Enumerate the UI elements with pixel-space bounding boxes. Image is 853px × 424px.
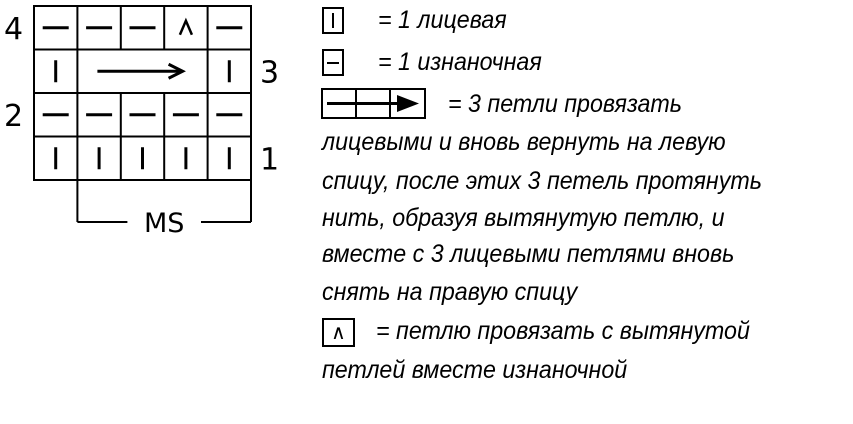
- legend-arrow-line-5: вместе с 3 лицевыми петлями вновь: [322, 240, 735, 268]
- legend-arrow-line-4: нить, образуя вытянутую петлю, и: [322, 204, 725, 232]
- arrow-symbol-icon: [321, 88, 426, 119]
- row-label-4: 4: [4, 12, 23, 47]
- legend-arrow-line-6: снять на правую спицу: [322, 278, 578, 306]
- legend-arrow-line-3: спицу, после этих 3 петель протянуть: [322, 167, 762, 195]
- knit-symbol-icon: [322, 7, 344, 34]
- arrow-head-mark: [167, 62, 186, 80]
- caret-stitch-mark: [178, 17, 194, 36]
- stitch-chart: 1 2 3 4MS: [4, 5, 279, 239]
- row-label-3: 3: [260, 55, 279, 90]
- legend-caret-line-1: = петлю провязать с вытянутой: [376, 317, 750, 345]
- legend-arrow-line-1: = 3 петли провязать: [448, 90, 683, 118]
- repeat-label: MS: [144, 208, 184, 239]
- purl-symbol-icon: [322, 49, 344, 76]
- legend-caret-line-2: петлей вместе изнаночной: [322, 356, 628, 384]
- row-label-1: 1: [260, 142, 279, 177]
- legend-arrow-line-2: лицевыми и вновь вернуть на левую: [322, 128, 726, 156]
- legend-knit: = 1 лицевая: [378, 6, 507, 34]
- row-label-2: 2: [4, 99, 23, 134]
- caret-symbol-icon: ∧: [322, 318, 355, 347]
- legend-purl: = 1 изнаночная: [378, 48, 542, 76]
